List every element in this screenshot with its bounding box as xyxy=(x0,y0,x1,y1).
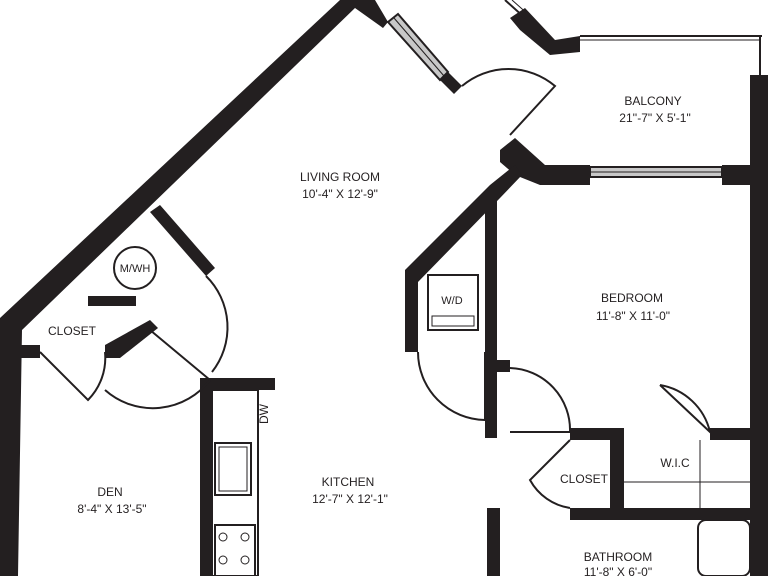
wic-label: W.I.C xyxy=(660,456,690,470)
den-name: DEN xyxy=(97,485,122,499)
stove-icon xyxy=(214,524,256,576)
interior-walls xyxy=(18,72,768,576)
windows xyxy=(386,0,762,178)
room-labels: LIVING ROOM 10'-4" X 12'-9" BALCONY 21''… xyxy=(48,94,691,576)
bathroom-name: BATHROOM xyxy=(584,550,652,564)
sink-icon xyxy=(214,442,252,496)
den-size: 8'-4" X 13'-5" xyxy=(77,502,146,516)
living-room-size: 10'-4" X 12'-9" xyxy=(302,187,378,201)
closet-left-label: CLOSET xyxy=(48,324,97,338)
bathtub-icon xyxy=(697,519,751,576)
wd-label: W/D xyxy=(441,295,462,307)
balcony-size: 21''-7" X 5'-1" xyxy=(619,111,690,125)
bedroom-name: BEDROOM xyxy=(601,291,663,305)
closet-right-label: CLOSET xyxy=(560,472,609,486)
kitchen-size: 12'-7" X 12'-1" xyxy=(312,492,388,506)
mwh-label: M/WH xyxy=(120,263,151,275)
balcony-name: BALCONY xyxy=(624,94,681,108)
water-heater-icon xyxy=(113,246,157,290)
dishwasher-label: DW xyxy=(257,403,271,424)
doors xyxy=(39,68,712,509)
fixtures xyxy=(113,246,751,576)
bathroom-size: 11'-8" X 6'-0" xyxy=(584,565,652,576)
bedroom-size: 11'-8" X 11'-0" xyxy=(596,309,670,323)
living-room-name: LIVING ROOM xyxy=(300,170,380,184)
kitchen-name: KITCHEN xyxy=(322,475,375,489)
